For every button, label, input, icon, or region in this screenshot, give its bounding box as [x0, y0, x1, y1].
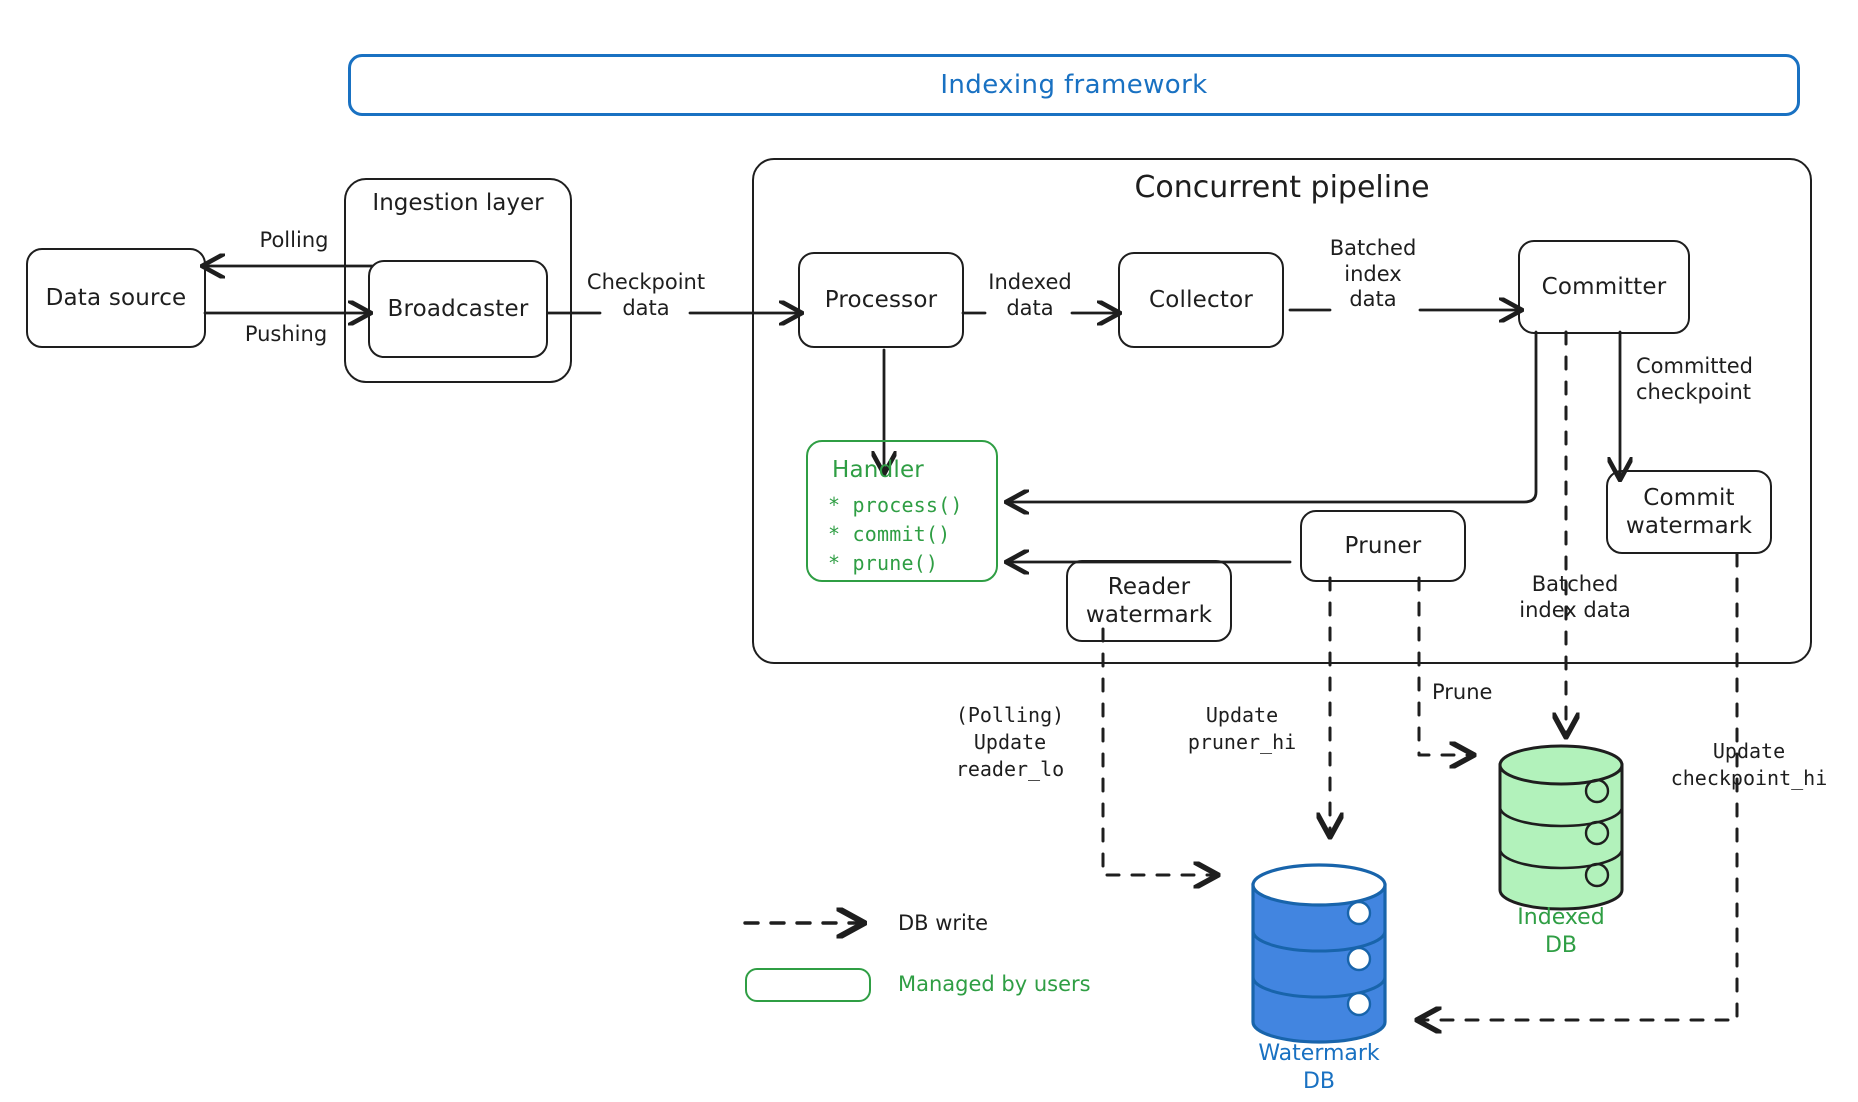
node-committer-label: Committer	[1541, 273, 1667, 300]
flow-prune	[1417, 576, 1472, 755]
node-broadcaster[interactable]: Broadcaster	[368, 260, 548, 358]
group-ingestion-layer	[344, 178, 572, 383]
node-data-source[interactable]: Data source	[26, 248, 206, 348]
node-data-source-label: Data source	[45, 284, 187, 311]
group-concurrent-pipeline-title: Concurrent pipeline	[1134, 170, 1430, 205]
node-committer[interactable]: Committer	[1518, 240, 1690, 334]
watermark-db-label: Watermark DB	[1258, 1041, 1380, 1094]
node-reader-watermark-label: Reader watermark	[1085, 573, 1213, 628]
handler-title: Handler	[832, 457, 924, 483]
legend-managed-by-users-swatch	[745, 968, 871, 1002]
watermark-db-shape	[1251, 863, 1387, 1044]
handler-method-prune: * prune()	[828, 551, 939, 576]
node-commit-watermark[interactable]: Commit watermark	[1606, 470, 1772, 554]
node-pruner-label: Pruner	[1344, 532, 1422, 559]
indexing-framework-label: Indexing framework	[940, 70, 1208, 100]
edge-committer-to-handler	[1008, 330, 1538, 502]
legend-db-write-label: DB write	[898, 911, 989, 935]
group-concurrent-pipeline	[752, 158, 1812, 664]
node-processor-label: Processor	[824, 286, 938, 313]
node-collector-label: Collector	[1148, 286, 1254, 313]
node-collector[interactable]: Collector	[1118, 252, 1284, 348]
flow-reader-lo	[1101, 627, 1216, 875]
indexed-db-shape	[1498, 744, 1624, 911]
indexed-db-label: Indexed DB	[1517, 905, 1605, 958]
node-pruner[interactable]: Pruner	[1300, 510, 1466, 582]
node-handler[interactable]: Handler * process() * commit() * prune()	[806, 440, 998, 582]
node-reader-watermark[interactable]: Reader watermark	[1066, 560, 1232, 642]
node-broadcaster-label: Broadcaster	[387, 295, 529, 322]
node-commit-watermark-label: Commit watermark	[1625, 484, 1753, 539]
handler-method-commit: * commit()	[828, 522, 951, 547]
flow-checkpoint-hi	[1419, 552, 1739, 1020]
node-processor[interactable]: Processor	[798, 252, 964, 348]
indexing-framework-banner: Indexing framework	[348, 54, 1800, 116]
legend-managed-by-users-label: Managed by users	[898, 972, 1091, 996]
group-ingestion-layer-title: Ingestion layer	[372, 190, 544, 216]
handler-method-process: * process()	[828, 493, 963, 518]
